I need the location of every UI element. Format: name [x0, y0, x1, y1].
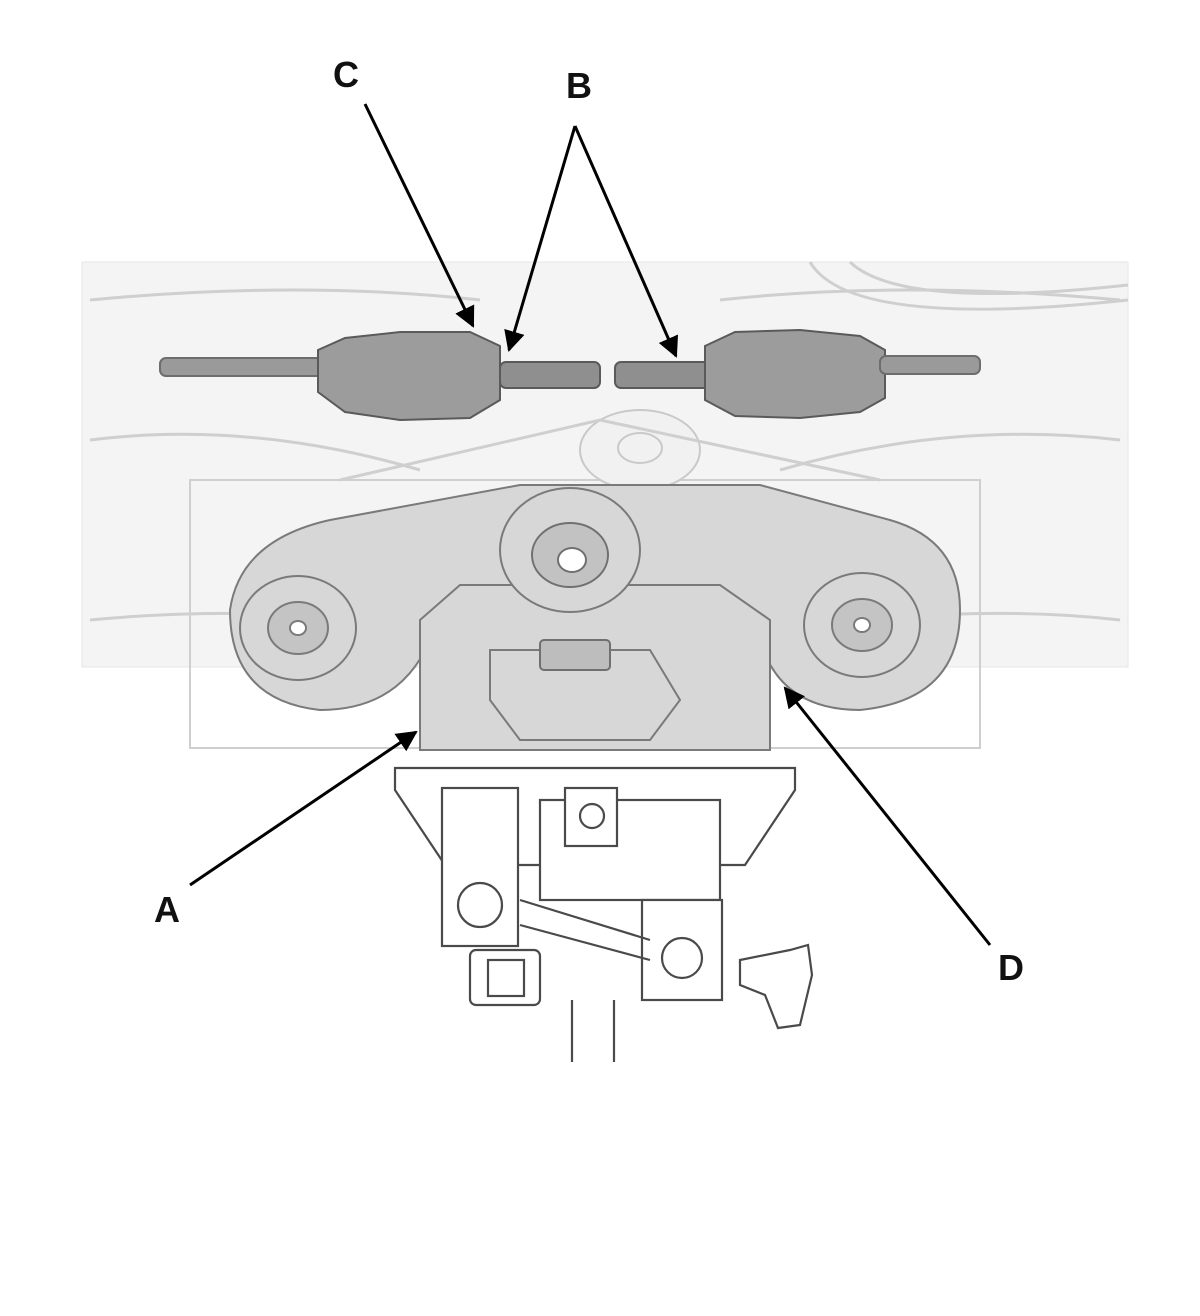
callout-label-b: B [566, 65, 592, 106]
callout-labels: C B A D [154, 54, 1024, 988]
rear-differential [419, 487, 771, 751]
callout-leader-lines [189, 103, 992, 946]
leader-c [363, 103, 475, 328]
callout-label-d: D [998, 947, 1024, 988]
leader-d [783, 686, 992, 946]
leader-b-right [573, 125, 679, 358]
transmission-jack [393, 766, 814, 1062]
callout-label-c: C [333, 54, 359, 95]
leader-b-left [504, 125, 577, 353]
drive-shafts [159, 328, 981, 422]
leader-a [189, 730, 418, 887]
callout-label-a: A [154, 889, 180, 930]
